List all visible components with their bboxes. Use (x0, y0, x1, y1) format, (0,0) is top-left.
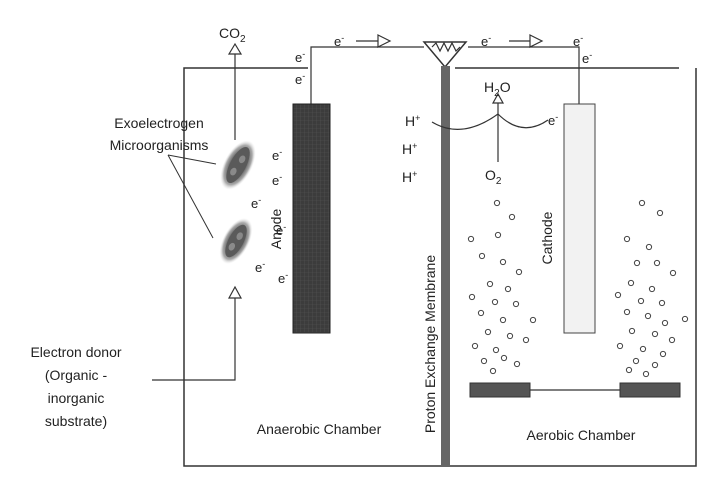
electron-label-anode-wire-2: e- (295, 71, 305, 87)
air-bubble (661, 319, 669, 327)
air-bubble (478, 252, 486, 260)
air-bubble (513, 360, 521, 368)
electron-label-cathode-wire-1: e- (573, 33, 583, 49)
air-bubbles (467, 199, 689, 378)
air-bubble (468, 293, 476, 301)
air-bubble (637, 297, 645, 305)
anode-label: Anode (268, 209, 284, 250)
anode-electrode (292, 103, 331, 334)
air-bubble (504, 285, 512, 293)
air-bubble (639, 345, 647, 353)
exoelectrogen-label-line2: Microorganisms (110, 137, 209, 153)
bacterium-lower (219, 218, 253, 264)
electron-donor-label-line4: substrate) (45, 413, 107, 429)
cathode-electrode (563, 103, 596, 334)
air-bubble (644, 312, 652, 320)
resistor-load (422, 41, 468, 69)
air-bubble (499, 258, 507, 266)
air-bubble (499, 316, 507, 324)
air-bubble (632, 357, 640, 365)
air-bubble (508, 213, 516, 221)
co2-label: CO2 (219, 25, 246, 45)
oxygen-label: O2 (485, 167, 502, 187)
air-bubble (628, 327, 636, 335)
air-bubble (656, 209, 664, 217)
electron-donor-label-line1: Electron donor (30, 344, 121, 360)
anaerobic-chamber-label: Anaerobic Chamber (257, 421, 382, 437)
electron-label-anode-wire-1: e- (295, 49, 305, 65)
electron-donor-label-line3: inorganic (48, 390, 105, 406)
electron-flow-arrow-left (356, 34, 392, 48)
air-bubble (506, 332, 514, 340)
air-bubble (515, 268, 523, 276)
air-bubble (486, 280, 494, 288)
air-bubble (522, 336, 530, 344)
air-bubble (642, 370, 650, 378)
exoelectrogen-pointer (167, 154, 217, 239)
air-bubble (494, 231, 502, 239)
proton-label-3: H+ (402, 169, 417, 185)
cathode-label: Cathode (539, 211, 555, 264)
electron-label-anaerobic-4: e- (276, 222, 286, 238)
air-bubble (491, 298, 499, 306)
water-label: H2O (484, 79, 511, 99)
air-bubble (484, 328, 492, 336)
electron-label-cathode-wire-2: e- (582, 50, 592, 66)
electron-label-anaerobic-1: e- (272, 147, 282, 163)
air-bubble (500, 354, 508, 362)
air-bubble (658, 299, 666, 307)
air-bubble (480, 357, 488, 365)
air-bubble (659, 350, 667, 358)
aerobic-chamber-label: Aerobic Chamber (527, 427, 636, 443)
air-bubble (492, 346, 500, 354)
aerator-plate-left (469, 382, 531, 398)
co2-output-arrow (227, 42, 243, 140)
electron-flow-arrow-right (509, 34, 544, 48)
electron-label-anaerobic-6: e- (278, 270, 288, 286)
air-bubble (467, 235, 475, 243)
air-bubble (651, 330, 659, 338)
exoelectrogen-label-line1: Exoelectrogen (114, 115, 204, 131)
air-bubble (627, 279, 635, 287)
electron-label-anaerobic-2: e- (272, 172, 282, 188)
proton-label-2: H+ (402, 141, 417, 157)
bacterium-upper (220, 140, 256, 190)
air-bubble (489, 367, 497, 375)
air-bubble (648, 285, 656, 293)
air-bubble (645, 243, 653, 251)
air-bubble (625, 366, 633, 374)
proton-label-1: H+ (405, 113, 420, 129)
air-bubble (681, 315, 689, 323)
air-bubble (669, 269, 677, 277)
air-bubble (638, 199, 646, 207)
air-bubble (623, 235, 631, 243)
electron-label-cathode: e- (548, 112, 558, 128)
external-circuit-wire (310, 46, 580, 104)
electron-label-anaerobic-5: e- (255, 259, 265, 275)
aerator-plate-right (619, 382, 681, 398)
air-bubble (623, 308, 631, 316)
air-bubble (668, 336, 676, 344)
air-bubble (493, 199, 501, 207)
air-bubble (614, 291, 622, 299)
air-bubble (512, 300, 520, 308)
electron-label-wire-left: e- (334, 33, 344, 49)
air-bubble (477, 309, 485, 317)
water-formation-curves (431, 92, 549, 162)
membrane-label: Proton Exchange Membrane (422, 255, 438, 433)
electron-donor-arrow (152, 285, 243, 381)
air-bubble (616, 342, 624, 350)
air-bubble (471, 342, 479, 350)
chamber-outline (183, 67, 697, 467)
air-bubble (633, 259, 641, 267)
electron-label-anaerobic-3: e- (251, 195, 261, 211)
air-bubble (653, 259, 661, 267)
air-bubble (529, 316, 537, 324)
electron-label-wire-right: e- (481, 33, 491, 49)
air-bubble (651, 361, 659, 369)
electron-donor-label-line2: (Organic - (45, 367, 108, 383)
proton-exchange-membrane (441, 66, 450, 466)
